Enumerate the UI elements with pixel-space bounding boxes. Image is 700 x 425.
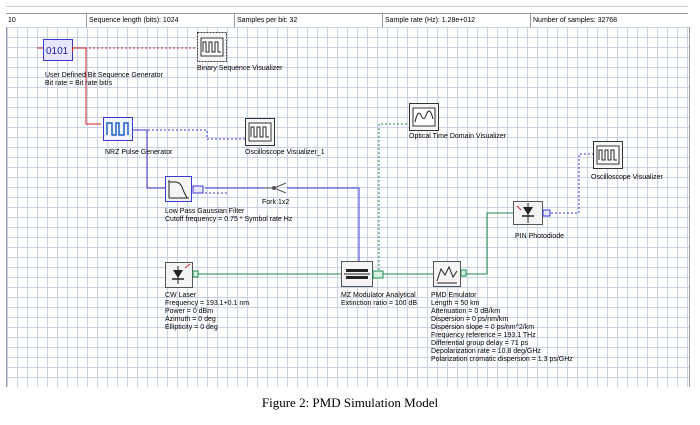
- wire-fork-to-mz: [287, 187, 360, 265]
- oscilloscope-icon: [593, 141, 623, 169]
- lowpass-filter-icon: [165, 176, 204, 202]
- cw-label: CW Laser: [165, 292, 197, 299]
- pmd-group-delay: Differential group delay = 71 ps: [431, 340, 528, 347]
- nrz-label: NRZ Pulse Generator: [105, 149, 173, 156]
- mz-modulator[interactable]: [341, 261, 385, 287]
- svg-text:0101: 0101: [46, 46, 69, 57]
- cw-azimuth: Azimuth = 0 deg: [165, 316, 216, 323]
- osc2-label: Oscilloscope Visualizer: [591, 174, 663, 181]
- bit-sequence-generator[interactable]: 0101: [43, 39, 76, 61]
- param-cell-0: 10: [8, 17, 16, 24]
- parameter-bar: 10 Sequence length (bits): 1024 Samples …: [6, 13, 688, 28]
- wire-nrz-to-osc1: [132, 129, 245, 140]
- samples-per-bit-field[interactable]: Samples per bit: 32: [234, 14, 382, 27]
- bit-gen-bitrate: Bit rate = Bit rate bit/s: [45, 80, 113, 87]
- nrz-pulse-generator[interactable]: [103, 117, 133, 141]
- binary-visualizer-icon: [197, 32, 227, 62]
- nrz-icon: [103, 117, 133, 141]
- lpf-cutoff: Cutoff frequency = 0.75 * Symbol rate Hz: [165, 216, 293, 223]
- fork-label: Fork 1x2: [262, 199, 290, 206]
- low-pass-gaussian-filter[interactable]: [165, 176, 205, 202]
- mz-modulator-icon: [341, 261, 384, 287]
- optical-vis-label: Optical Time Domain Visualizer: [409, 133, 507, 140]
- oscilloscope-visualizer-1[interactable]: [245, 118, 275, 146]
- optical-time-domain-visualizer[interactable]: [409, 103, 439, 131]
- fork-icon: [264, 182, 287, 194]
- binary-sequence-visualizer[interactable]: [197, 32, 227, 62]
- cw-laser[interactable]: [165, 262, 199, 288]
- layout-canvas[interactable]: 0101 User Defined Bit Sequence Generator…: [6, 27, 690, 387]
- pmd-frequency-reference: Frequency reference = 193.1 THz: [431, 332, 536, 339]
- optical-time-domain-icon: [409, 103, 439, 131]
- pmd-label: PMD Emulator: [431, 292, 477, 299]
- window-top-edge: [6, 0, 688, 7]
- pmd-emulator-icon: [433, 261, 467, 287]
- pmd-dispersion: Dispersion = 0 ps/nm/km: [431, 316, 509, 323]
- fork-1x2[interactable]: [262, 180, 290, 196]
- cw-ellipticity: Ellipticity = 0 deg: [165, 324, 218, 331]
- number-of-samples-field[interactable]: Number of samples: 32768: [530, 14, 688, 27]
- wire-nrz-to-lpf: [132, 129, 165, 189]
- bit-generator-icon: 0101: [43, 39, 76, 61]
- mz-extinction: Extinction ratio = 100 dB: [341, 300, 418, 307]
- oscilloscope-1-icon: [245, 118, 275, 146]
- figure-caption: Figure 2: PMD Simulation Model: [261, 395, 439, 410]
- lpf-label: Low Pass Gaussian Filter: [165, 208, 245, 215]
- photodiode-icon: [513, 201, 551, 225]
- sample-rate-field[interactable]: Sample rate (Hz): 1.28e+012: [382, 14, 530, 27]
- pmd-depolarization: Depolarization rate = 10.8 deg/GHz: [431, 348, 541, 355]
- oscilloscope-visualizer[interactable]: [593, 141, 623, 169]
- pin-photodiode[interactable]: [513, 201, 551, 225]
- pmd-dispersion-slope: Dispersion slope = 0 ps/nm^2/km: [431, 324, 535, 331]
- pmd-attenuation: Attenuation = 0 dB/km: [431, 308, 501, 315]
- pin-label: PIN Photodiode: [515, 233, 565, 240]
- cw-frequency: Frequency = 193.1+0.1 nm: [165, 300, 250, 307]
- mz-label: MZ Modulator Analytical: [341, 292, 416, 299]
- wire-mz-to-optical-vis: [378, 123, 409, 274]
- pmd-emulator[interactable]: [433, 261, 467, 287]
- laser-icon: [165, 262, 199, 288]
- binary-vis-label: Binary Sequence Visualizer: [197, 65, 283, 72]
- cw-power: Power = 0 dBm: [165, 308, 214, 315]
- osc1-label: Oscilloscope Visualizer_1: [245, 149, 325, 156]
- bit-gen-label: User Defined Bit Sequence Generator: [45, 72, 163, 79]
- pmd-pcd: Polarization cromatic dispersion = 1.3 p…: [431, 356, 573, 363]
- wire-pmd-to-pin: [465, 212, 513, 275]
- pmd-length: Length = 50 km: [431, 300, 480, 307]
- wire-pin-to-osc2: [547, 153, 593, 214]
- sequence-length-field[interactable]: Sequence length (bits): 1024: [86, 14, 234, 27]
- connections-layer: [37, 47, 593, 275]
